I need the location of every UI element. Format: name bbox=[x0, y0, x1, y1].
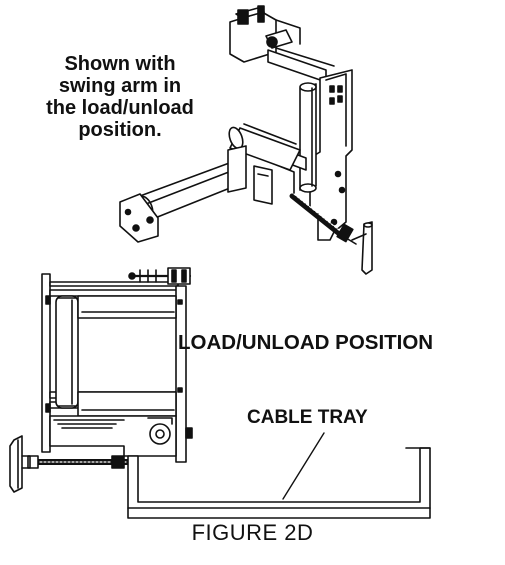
cable-tray-label: CABLE TRAY bbox=[247, 407, 368, 428]
top-mount-bracket bbox=[229, 5, 301, 63]
horizontal-roller-upper bbox=[228, 123, 301, 171]
left-end-bracket bbox=[119, 193, 159, 243]
top-fasteners bbox=[128, 267, 192, 285]
side-plate bbox=[309, 69, 353, 241]
side-lower-roller bbox=[77, 391, 177, 417]
swing-arm-note: Shown with swing arm in the load/unload … bbox=[20, 53, 220, 141]
side-view-assembly bbox=[9, 267, 193, 493]
threaded-shaft bbox=[289, 193, 357, 245]
note-line-1: Shown with bbox=[64, 53, 176, 75]
note-line-2: swing arm in bbox=[58, 75, 182, 97]
cable-tray-leader bbox=[282, 432, 325, 500]
side-upper-roller bbox=[77, 295, 177, 319]
load-unload-position-label: LOAD/UNLOAD POSITION bbox=[178, 331, 434, 354]
pivot-block bbox=[49, 415, 177, 457]
note-line-3: the load/unload bbox=[46, 97, 194, 119]
vertical-roller bbox=[299, 82, 317, 193]
isometric-swing-arm-assembly bbox=[119, 5, 373, 275]
side-threaded-rod bbox=[27, 455, 131, 469]
side-knob bbox=[9, 435, 31, 493]
right-bracket bbox=[175, 285, 193, 463]
t-handle bbox=[351, 221, 373, 275]
note-line-4: position. bbox=[78, 119, 162, 141]
side-vertical-roller bbox=[55, 295, 79, 409]
figure-title: FIGURE 2D bbox=[191, 520, 314, 545]
cable-tray bbox=[127, 447, 431, 519]
